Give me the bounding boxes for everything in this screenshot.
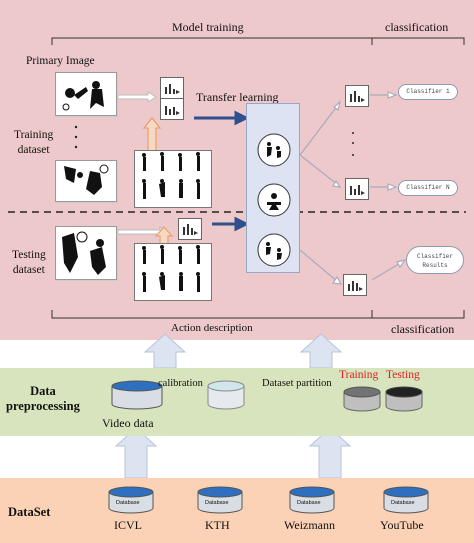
footer-bracket bbox=[51, 310, 465, 319]
calibration-label: calibration bbox=[158, 378, 203, 389]
dataset-partition-label: Dataset partition bbox=[262, 378, 332, 389]
primary-image-label: Primary Image bbox=[26, 55, 95, 67]
up-arrow-preprocess-1 bbox=[143, 333, 187, 369]
db-label-youtube: Database bbox=[391, 500, 415, 506]
db-weizmann bbox=[289, 486, 335, 514]
video-data-label: Video data bbox=[102, 416, 154, 430]
testing-label: Testing bbox=[386, 369, 420, 381]
classifier-results-pill: Classifier Results bbox=[406, 246, 464, 274]
testing-image bbox=[55, 226, 117, 280]
footer-classification-label: classification bbox=[391, 322, 455, 336]
classifier-icon-n bbox=[345, 178, 369, 200]
training-image bbox=[55, 160, 117, 202]
db-youtube bbox=[383, 486, 429, 514]
testing-dataset-label: Testing dataset bbox=[12, 249, 46, 276]
up-arrow-preprocess-2 bbox=[299, 333, 343, 369]
transfer-arrow-1 bbox=[234, 110, 250, 126]
preprocessing-title: Data preprocessing bbox=[6, 384, 80, 413]
video-data-cylinder bbox=[111, 380, 163, 410]
header-bracket bbox=[51, 37, 465, 45]
db-label-kth: Database bbox=[205, 500, 229, 506]
db-kth bbox=[197, 486, 243, 514]
feature-icon-test bbox=[178, 218, 202, 240]
orange-up-arrow-2 bbox=[154, 226, 174, 245]
testing-cylinder bbox=[385, 386, 423, 412]
training-cylinder bbox=[343, 386, 381, 412]
training-label: Training bbox=[339, 369, 379, 381]
transfer-arrow-2 bbox=[234, 216, 250, 232]
dataset-name-icvl: ICVL bbox=[114, 518, 142, 532]
model-column bbox=[246, 103, 300, 273]
db-label-icvl: Database bbox=[116, 500, 140, 506]
header-model-training: Model training bbox=[172, 20, 244, 34]
up-arrow-dataset-1 bbox=[114, 427, 158, 479]
classifier-icon-test bbox=[343, 274, 367, 296]
dataset-title: DataSet bbox=[8, 505, 51, 519]
training-action-grid bbox=[134, 150, 212, 208]
classifier-icon-1 bbox=[345, 85, 369, 107]
ellipsis-dots bbox=[74, 125, 354, 156]
calibrated-cylinder bbox=[207, 380, 245, 410]
dataset-name-kth: KTH bbox=[205, 518, 230, 532]
primary-image bbox=[55, 72, 117, 116]
orange-up-arrow-1 bbox=[142, 117, 162, 153]
db-icvl bbox=[108, 486, 154, 514]
classifier-1-pill: Classifier 1 bbox=[398, 84, 458, 100]
transfer-learning-label: Transfer learning bbox=[196, 90, 279, 104]
up-arrow-dataset-2 bbox=[308, 427, 352, 479]
classifier-n-pill: Classifier N bbox=[398, 180, 458, 196]
dataset-name-weizmann: Weizmann bbox=[284, 518, 336, 532]
dataset-name-youtube: YouTube bbox=[380, 518, 424, 532]
testing-action-grid bbox=[134, 243, 212, 301]
action-description-label: Action description bbox=[171, 322, 253, 334]
header-classification: classification bbox=[385, 20, 449, 34]
training-dataset-label: Training dataset bbox=[14, 129, 54, 156]
db-label-weizmann: Database bbox=[297, 500, 321, 506]
image-arrow-1 bbox=[117, 91, 157, 103]
